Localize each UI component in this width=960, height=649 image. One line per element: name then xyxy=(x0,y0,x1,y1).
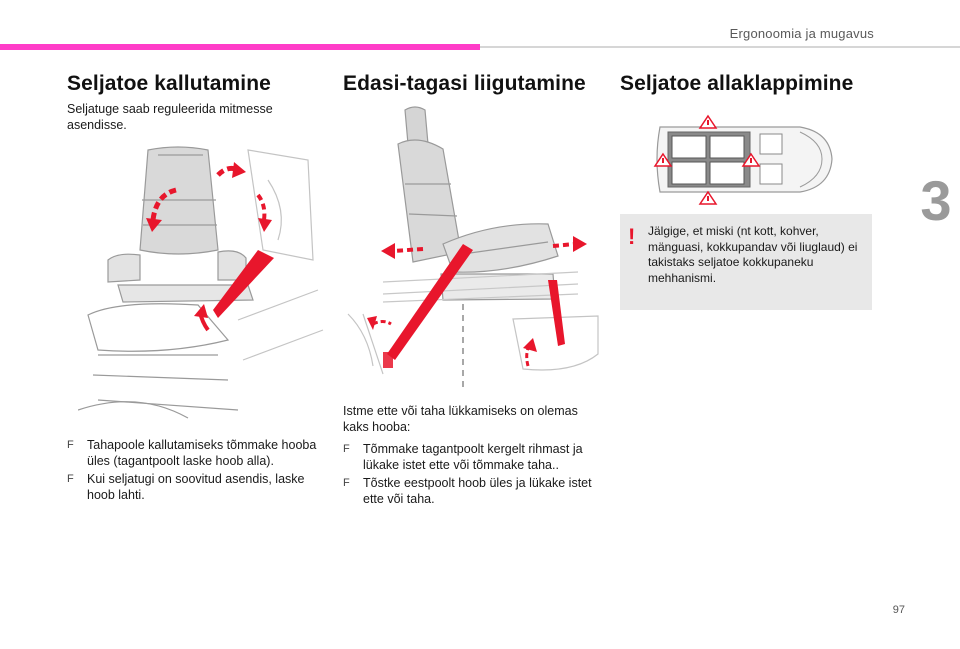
col3-title: Seljatoe allaklappimine xyxy=(620,72,854,95)
warning-icon: ! xyxy=(628,224,636,249)
col1-title: Seljatoe kallutamine xyxy=(67,72,271,95)
list-item: F Tõmmake tagantpoolt kergelt rihmast ja … xyxy=(343,441,605,473)
seat-recline-illustration xyxy=(78,146,324,419)
section-title: Ergonoomia ja mugavus xyxy=(729,26,874,41)
header-rule xyxy=(480,46,960,48)
bullet-marker: F xyxy=(343,443,350,455)
bullet-marker: F xyxy=(343,477,350,489)
bullet-text: Kui seljatugi on soovitud asendis, laske… xyxy=(87,472,305,502)
header-accent-bar xyxy=(0,44,480,50)
chapter-number: 3 xyxy=(920,169,952,232)
bullet-marker: F xyxy=(67,473,74,485)
col2-title: Edasi-tagasi liigutamine xyxy=(343,72,586,95)
list-item: F Tõstke eestpoolt hoob üles ja lükake is… xyxy=(343,475,605,507)
col2-bullets: F Tõmmake tagantpoolt kergelt rihmast ja … xyxy=(343,441,605,509)
bullet-text: Tõstke eestpoolt hoob üles ja lükake ist… xyxy=(363,476,592,506)
seat-slide-illustration xyxy=(347,106,599,389)
bullet-marker: F xyxy=(67,439,74,451)
list-item: F Tahapoole kallutamiseks tõmmake hooba ü… xyxy=(67,437,317,469)
vehicle-seat-layout-diagram xyxy=(653,114,833,205)
page-number: 97 xyxy=(892,604,905,616)
list-item: F Kui seljatugi on soovitud asendis, lask… xyxy=(67,471,317,503)
warning-box: ! Jälgige, et miski (nt kott, kohver, mä… xyxy=(620,214,872,310)
col2-intro: Istme ette või taha lükkamiseks on olema… xyxy=(343,404,578,434)
col1-intro: Seljatuge saab reguleerida mitmesse asen… xyxy=(67,102,273,132)
bullet-text: Tõmmake tagantpoolt kergelt rihmast ja l… xyxy=(363,442,583,472)
warning-text: Jälgige, et miski (nt kott, kohver, mäng… xyxy=(648,224,858,285)
bullet-text: Tahapoole kallutamiseks tõmmake hooba ül… xyxy=(87,438,317,468)
col1-bullets: F Tahapoole kallutamiseks tõmmake hooba ü… xyxy=(67,437,317,505)
